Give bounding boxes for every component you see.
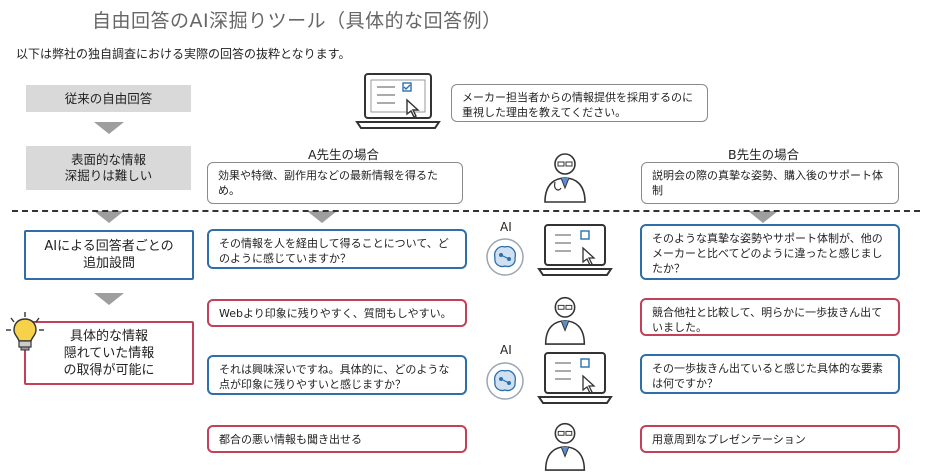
step-ai-followup: AIによる回答者ごとの 追加設問 [24,230,194,280]
b-ai-question-2: その一歩抜きん出ていると感じた具体的な要素は何ですか？ [640,354,900,394]
step-traditional-answer: 従来の自由回答 [26,85,191,112]
a-answer-1-text: 効果や特徴、副作用などの最新情報を得るため。 [218,169,438,197]
doctor-icon [544,296,586,345]
step-specific-info: 具体的な情報 隠れていた情報 の取得が可能に [24,321,194,385]
b-answer-3-bubble: 用意周到なプレゼンテーション [640,425,900,453]
doctor-icon [544,422,586,471]
ai-brain-icon [486,238,524,276]
question-bubble: メーカー担当者からの情報提供を採用するのに重視した理由を教えてください。 [451,84,708,122]
a-ai-question-1-text: その情報を人を経由して得ることについて、どのように感じていますか？ [219,237,449,265]
laptop-survey-icon [355,73,441,129]
header-doctor-a: A先生の場合 [308,147,380,162]
step-specific-info-line1: 具体的な情報 [69,328,148,344]
a-answer-2-bubble: Webより印象に残りやすく、質問もしやすい。 [207,299,467,327]
b-answer-2-bubble: 競合他社と比較して、明らかに一歩抜きん出ていました。 [640,298,900,336]
doctor-icon [544,153,586,203]
step-specific-info-line2: 隠れていた情報 [63,345,155,361]
b-answer-1-text: 説明会の際の真摯な姿勢、購入後のサポート体制 [652,169,883,197]
b-arrow [748,211,778,223]
step-ai-followup-line1: AIによる回答者ごとの [44,239,174,254]
laptop-ai-icon [537,224,613,276]
question-text: メーカー担当者からの情報提供を採用するのに重視した理由を教えてください。 [462,91,693,119]
section-divider [12,210,920,212]
a-ai-question-1: その情報を人を経由して得ることについて、どのように感じていますか？ [207,229,467,269]
b-answer-2-text: 競合他社と比較して、明らかに一歩抜きん出ていました。 [652,306,883,334]
ai-label-1: AI [500,220,512,234]
a-answer-3-text: 都合の悪い情報も聞き出せる [219,433,362,446]
a-answer-1-bubble: 効果や特徴、副作用などの最新情報を得るため。 [207,162,463,204]
ai-brain-icon [486,362,524,400]
step-surface-info-line1: 表面的な情報 [70,152,146,167]
b-ai-question-1-text: そのような真摯な姿勢やサポート体制が、他のメーカーと比べてどのように違ったと感じ… [652,232,883,275]
a-answer-2-text: Webより印象に残りやすく、質問もしやすい。 [219,307,452,320]
a-answer-3-bubble: 都合の悪い情報も聞き出せる [207,425,467,453]
flow-arrow-1 [94,122,124,134]
a-ai-question-2: それは興味深いですね。具体的に、どのような点が印象に残りやすいと感じますか？ [207,355,467,395]
step-surface-info: 表面的な情報 深掘りは難しい [26,146,191,190]
step-specific-info-line3: の取得が可能に [63,362,155,378]
a-arrow [307,211,337,223]
header-doctor-b: B先生の場合 [728,147,800,162]
lightbulb-icon [6,312,44,351]
b-answer-3-text: 用意周到なプレゼンテーション [652,433,806,446]
page-title: 自由回答のAI深掘りツール（具体的な回答例） [92,10,502,32]
step-surface-info-line2: 深掘りは難しい [64,168,153,183]
b-ai-question-1: そのような真摯な姿勢やサポート体制が、他のメーカーと比べてどのように違ったと感じ… [640,224,900,280]
flow-arrow-2 [94,211,124,223]
b-ai-question-2-text: その一歩抜きん出ていると感じた具体的な要素は何ですか？ [652,362,883,390]
laptop-ai-icon [537,352,613,404]
flow-arrow-3 [94,293,124,305]
step-traditional-answer-label: 従来の自由回答 [64,90,153,106]
a-ai-question-2-text: それは興味深いですね。具体的に、どのような点が印象に残りやすいと感じますか？ [219,363,450,391]
ai-label-2: AI [500,343,512,357]
b-answer-1-bubble: 説明会の際の真摯な姿勢、購入後のサポート体制 [641,162,899,204]
intro-text: 以下は弊社の独自調査における実際の回答の抜粋となります。 [16,47,351,61]
step-ai-followup-line2: 追加設問 [82,256,135,271]
